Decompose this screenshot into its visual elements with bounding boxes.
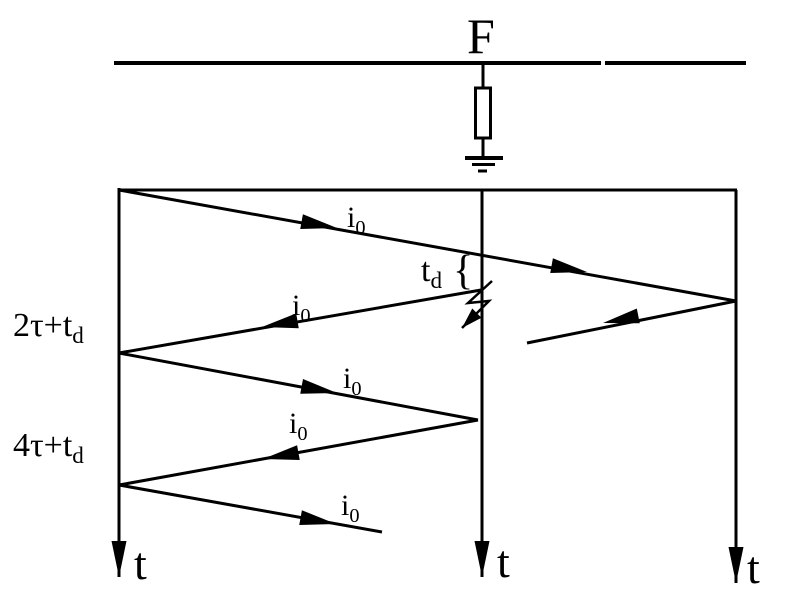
fault-branch [465,63,503,173]
time-axis-letter: t [747,542,760,593]
resistor-symbol [474,86,492,140]
time-axis-letter: t [134,538,147,589]
middle-time-axis-label: t [497,539,510,585]
right-bus-reflection-line [526,299,737,345]
delay-time-main: t [421,252,431,289]
time-axis-arrowheads [111,540,744,583]
left-bus-reflection-line-2 [118,483,383,534]
fault-point-label: F [467,11,495,61]
wave-current-main: i [289,407,298,440]
arrival-time-4tau-main: 4τ+t [13,427,73,464]
fault-point-letter: F [467,8,495,64]
wave-current-main: i [341,489,350,522]
wave-current-label-2: i0 [292,289,311,327]
delay-time-sub: d [430,268,443,294]
incident-wave-line [118,188,737,303]
arrival-time-label-2tau: 2τ+td [13,309,84,348]
wave-current-label-4: i0 [289,407,308,445]
delay-brace: { [453,250,473,292]
fault-flash-arrow-icon [461,280,493,329]
wave-arrowhead-right-4 [299,510,336,525]
wave-current-main: i [347,201,356,234]
arrival-time-2tau-main: 2τ+t [13,307,73,344]
wave-arrowheads [262,214,640,525]
wave-current-main: i [343,362,352,395]
delay-brace-glyph: { [453,248,474,294]
wave-current-main: i [292,289,301,322]
wave-current-label-1: i0 [347,201,366,239]
wave-current-sub: 0 [300,305,311,327]
wave-paths [118,188,737,534]
wave-current-sub: 0 [355,217,366,239]
delay-time-label: td [421,254,442,293]
wave-arrowhead-left-2 [263,445,300,460]
wave-current-label-5: i0 [341,489,360,527]
wave-current-sub: 0 [351,378,362,400]
arrival-time-2tau-sub: d [72,323,84,349]
wave-arrowhead-right-3 [300,379,337,394]
wave-current-sub: 0 [297,423,308,445]
ground-symbol [465,156,503,173]
wave-current-label-3: i0 [343,362,362,400]
right-time-axis-label: t [747,545,760,591]
wave-current-sub: 0 [349,505,360,527]
time-axis-letter: t [497,536,510,587]
arrival-time-label-4tau: 4τ+td [13,429,84,468]
arrival-time-4tau-sub: d [72,443,84,469]
left-time-axis-label: t [134,541,147,587]
left-bus-reflection-line-1 [118,351,479,422]
fault-reflection-line-1 [118,288,482,355]
